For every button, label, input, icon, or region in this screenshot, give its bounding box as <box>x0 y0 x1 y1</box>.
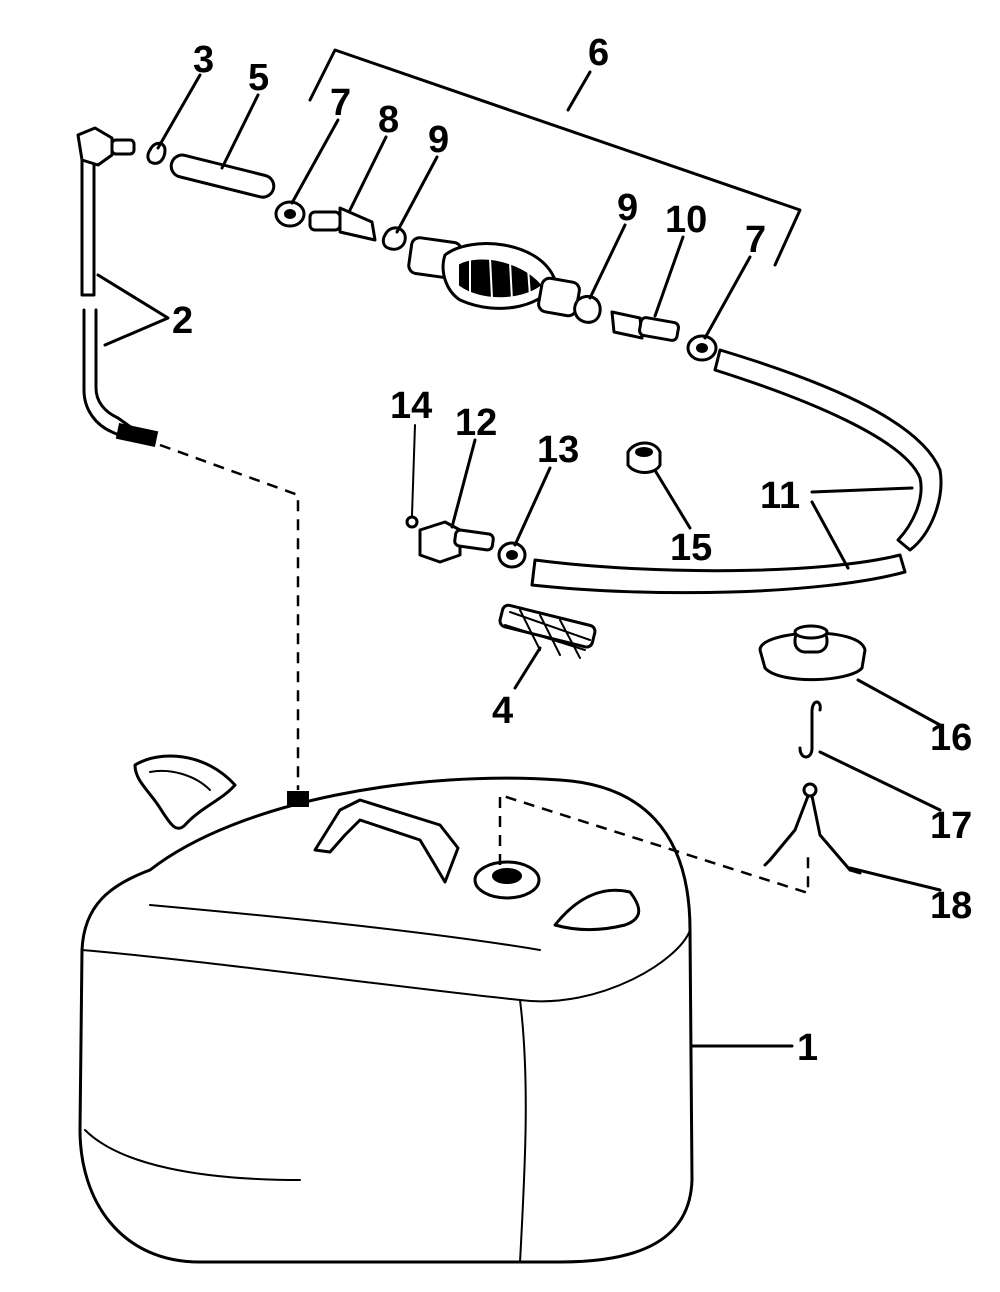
o-ring-14 <box>405 515 419 529</box>
hose-11 <box>713 348 943 552</box>
hook-17 <box>798 700 822 759</box>
callout-2: 2 <box>172 300 193 342</box>
callout-16: 16 <box>930 717 972 759</box>
callout-18: 18 <box>930 885 972 927</box>
hose-11-lower <box>530 553 907 595</box>
callout-7-left: 7 <box>330 82 351 124</box>
assembly-line-pickup <box>159 443 300 790</box>
callout-9-right: 9 <box>617 187 638 229</box>
callout-6: 6 <box>588 32 609 74</box>
filter-screen-4 <box>498 603 597 659</box>
fuel-tank <box>78 776 694 1264</box>
hose-clamp-7-left <box>274 200 306 228</box>
cap-15 <box>626 441 662 474</box>
tank-right-handle <box>553 888 641 932</box>
fuel-cap-16 <box>758 624 867 682</box>
hose-clamp-9-right <box>573 295 602 324</box>
callout-13: 13 <box>537 429 579 471</box>
connector-8 <box>308 206 377 242</box>
callout-4: 4 <box>492 690 513 732</box>
hose-clamp-3 <box>146 141 167 165</box>
callout-3: 3 <box>193 39 214 81</box>
hose-5 <box>169 153 276 199</box>
leader-lines <box>96 48 942 1048</box>
callout-9-left: 9 <box>428 119 449 161</box>
callout-10: 10 <box>665 199 707 241</box>
assembly-line-cap <box>498 793 810 895</box>
callout-14: 14 <box>390 385 432 427</box>
tank-pickup-port <box>287 791 309 807</box>
pickup-tube <box>80 148 159 447</box>
tank-fill-neck <box>473 860 541 900</box>
hose-clamp-13 <box>497 541 527 569</box>
callout-1: 1 <box>797 1027 818 1069</box>
callout-12: 12 <box>455 402 497 444</box>
hose-clamp-7-right <box>686 334 718 362</box>
tank-left-handle <box>133 754 237 830</box>
callout-7-right: 7 <box>745 219 766 261</box>
hose-clamp-9-left <box>381 226 407 251</box>
callout-11: 11 <box>760 475 800 517</box>
tank-center-handle <box>313 798 460 884</box>
callout-labels: 3 5 6 7 8 9 9 10 7 2 14 12 13 11 15 4 16… <box>172 32 972 1069</box>
fuel-connector-12 <box>418 520 495 564</box>
callout-15: 15 <box>670 527 712 569</box>
callout-17: 17 <box>930 805 972 847</box>
primer-bulb <box>407 236 581 318</box>
callout-8: 8 <box>378 99 399 141</box>
bracket-18 <box>763 782 862 875</box>
connector-10 <box>610 310 680 342</box>
callout-5: 5 <box>248 57 269 99</box>
pickup-elbow-fitting <box>76 126 136 167</box>
